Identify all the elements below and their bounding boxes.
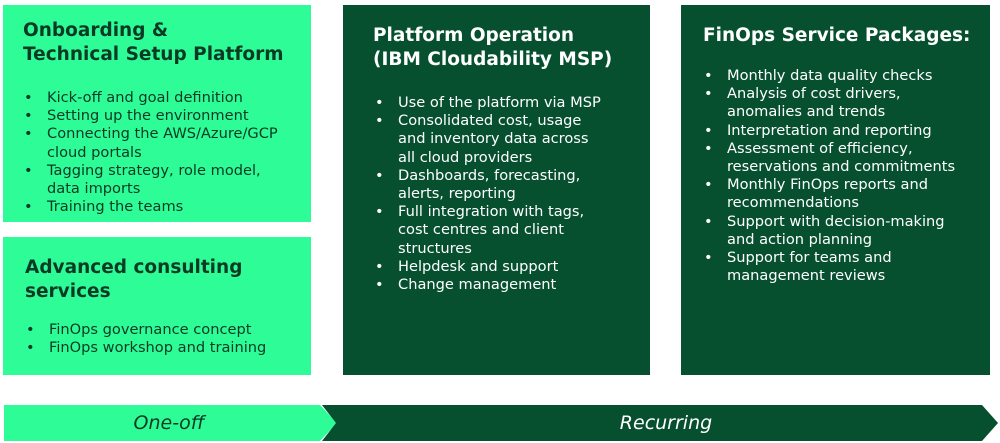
list-item-line: Use of the platform via MSP (398, 94, 601, 111)
list-item-line: and inventory data across (398, 130, 589, 148)
list-item-line: Monthly data quality checks (727, 67, 933, 84)
list-item: Training the teams (24, 198, 278, 216)
list-item-line: Setting up the environment (47, 107, 249, 125)
list-item-line: cloud portals (47, 143, 142, 161)
list-item: Change management (375, 276, 601, 294)
list-item-line: Connecting the AWS/Azure/GCP (47, 125, 278, 143)
list-item: Kick-off and goal definition (24, 89, 278, 107)
list-item-line: Tagging strategy, role model, (47, 161, 261, 179)
list-item-line: Kick-off and goal definition (47, 89, 243, 106)
title-line: services (25, 281, 111, 302)
consulting-box: Advanced consulting services FinOps gover… (3, 237, 311, 375)
list-item-line: alerts, reporting (398, 185, 516, 203)
one-off-label: One-off (133, 412, 205, 434)
list-item-line: cost centres and client (398, 221, 564, 239)
consulting-title: Advanced consulting services (25, 256, 242, 304)
list-item-line: FinOps governance concept (49, 321, 252, 338)
list-item-line: Full integration with tags, (398, 203, 585, 221)
list-item-line: all cloud providers (398, 148, 533, 166)
title-line: FinOps Service Packages: (703, 25, 971, 46)
list-item-line: and action planning (727, 230, 872, 248)
title-line: Platform Operation (373, 25, 575, 46)
list-item-line: Consolidated cost, usage (398, 112, 582, 130)
list-item: Tagging strategy, role model,data import… (24, 162, 278, 198)
list-item: Interpretation and reporting (704, 122, 955, 140)
list-item-line: Support with decision-making (727, 212, 945, 230)
list-item: Setting up the environment (24, 107, 278, 125)
title-line: Onboarding & (23, 20, 169, 41)
finops-list: Monthly data quality checksAnalysis of c… (704, 67, 955, 285)
list-item: Full integration with tags,cost centres … (375, 203, 601, 258)
platform-title: Platform Operation (IBM Cloudability MSP) (373, 24, 612, 72)
list-item-line: Training the teams (47, 198, 184, 216)
list-item-line: data imports (47, 180, 141, 198)
list-item-line: Support for teams and (727, 249, 892, 267)
one-off-arrow (4, 405, 337, 441)
title-line: Advanced consulting (25, 257, 243, 278)
list-item: Assessment of efficiency,reservations an… (704, 140, 955, 176)
list-item: Analysis of cost drivers,anomalies and t… (704, 85, 955, 121)
list-item-line: Change management (398, 276, 557, 294)
recurring-label: Recurring (619, 412, 713, 434)
list-item-line: recommendations (727, 194, 860, 212)
platform-box: Platform Operation (IBM Cloudability MSP)… (343, 5, 650, 375)
list-item: FinOps workshop and training (26, 339, 266, 357)
list-item-line: reservations and commitments (727, 158, 956, 176)
list-item-line: Analysis of cost drivers, (727, 85, 901, 103)
list-item-line: Dashboards, forecasting, (398, 166, 581, 184)
list-item: FinOps governance concept (26, 321, 266, 339)
onboarding-box: Onboarding & Technical Setup Platform Kic… (3, 5, 311, 222)
platform-list: Use of the platform via MSPConsolidated … (375, 94, 601, 294)
list-item: Dashboards, forecasting,alerts, reportin… (375, 167, 601, 203)
title-line: (IBM Cloudability MSP) (373, 49, 613, 70)
list-item-line: Helpdesk and support (398, 257, 559, 275)
list-item-line: Assessment of efficiency, (727, 139, 913, 157)
list-item-line: anomalies and trends (727, 103, 886, 121)
finops-title: FinOps Service Packages: (703, 24, 970, 48)
list-item: Monthly data quality checks (704, 67, 955, 85)
consulting-list: FinOps governance conceptFinOps workshop… (26, 321, 266, 358)
list-item-line: structures (398, 239, 472, 257)
list-item-line: Interpretation and reporting (727, 121, 932, 139)
list-item: Monthly FinOps reports andrecommendation… (704, 176, 955, 212)
finops-box: FinOps Service Packages: Monthly data qu… (681, 5, 990, 375)
list-item-line: FinOps workshop and training (49, 339, 267, 357)
list-item-line: management reviews (727, 267, 886, 285)
list-item: Helpdesk and support (375, 258, 601, 276)
recurring-arrow (322, 405, 998, 441)
onboarding-list: Kick-off and goal definitionSetting up t… (24, 89, 278, 217)
list-item-line: Monthly FinOps reports and (727, 176, 928, 194)
list-item: Use of the platform via MSP (375, 94, 601, 112)
title-line: Technical Setup Platform (23, 44, 284, 65)
onboarding-title: Onboarding & Technical Setup Platform (23, 19, 284, 67)
